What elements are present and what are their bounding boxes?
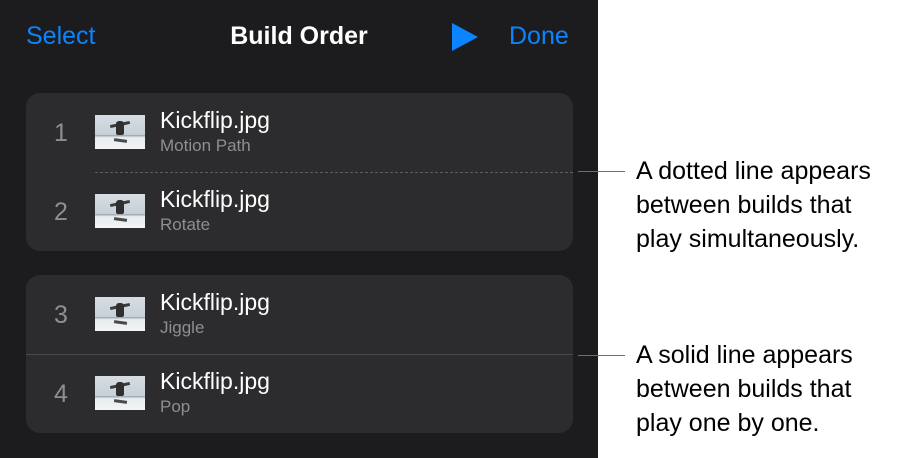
build-row[interactable]: 3 Kickflip.jpg Jiggle (26, 275, 573, 354)
build-effect-name: Motion Path (160, 136, 251, 155)
image-thumbnail (95, 194, 145, 228)
image-thumbnail (95, 376, 145, 410)
build-object-name: Kickflip.jpg (160, 107, 270, 133)
build-number: 3 (54, 301, 68, 329)
done-button[interactable]: Done (509, 22, 569, 50)
callout-text-line: A solid line appears (636, 341, 853, 369)
build-row[interactable]: 4 Kickflip.jpg Pop (26, 354, 573, 433)
callout-text-line: play simultaneously. (636, 225, 860, 253)
callout-leader-line (578, 355, 625, 356)
build-object-name: Kickflip.jpg (160, 368, 270, 394)
select-button[interactable]: Select (26, 22, 96, 50)
build-number: 1 (54, 119, 68, 147)
build-row[interactable]: 1 Kickflip.jpg Motion Path (26, 93, 573, 172)
image-thumbnail (95, 297, 145, 331)
build-order-panel: Select Build Order Done 1 Kickflip.jpg M… (0, 0, 598, 458)
build-effect-name: Jiggle (160, 318, 205, 337)
play-icon[interactable] (448, 22, 482, 52)
dotted-separator (95, 172, 573, 173)
callout-leader-line (578, 171, 625, 172)
build-row[interactable]: 2 Kickflip.jpg Rotate (26, 172, 573, 251)
callout-solid-line: A solid line appears between builds that… (636, 338, 920, 440)
build-effect-name: Rotate (160, 215, 211, 234)
callout-text-line: between builds that (636, 375, 852, 403)
callout-text-line: play one by one. (636, 409, 820, 437)
callout-text-line: between builds that (636, 191, 852, 219)
build-group-simultaneous: 1 Kickflip.jpg Motion Path 2 Kickflip.jp… (26, 93, 573, 251)
callout-dotted-line: A dotted line appears between builds tha… (636, 154, 920, 256)
solid-separator (26, 354, 573, 355)
image-thumbnail (95, 115, 145, 149)
callout-text-line: A dotted line appears (636, 157, 871, 185)
build-object-name: Kickflip.jpg (160, 186, 270, 212)
build-number: 2 (54, 198, 68, 226)
build-effect-name: Pop (160, 397, 191, 416)
build-object-name: Kickflip.jpg (160, 289, 270, 315)
build-group-sequential: 3 Kickflip.jpg Jiggle 4 Kickflip.jpg Pop (26, 275, 573, 433)
build-number: 4 (54, 380, 68, 408)
